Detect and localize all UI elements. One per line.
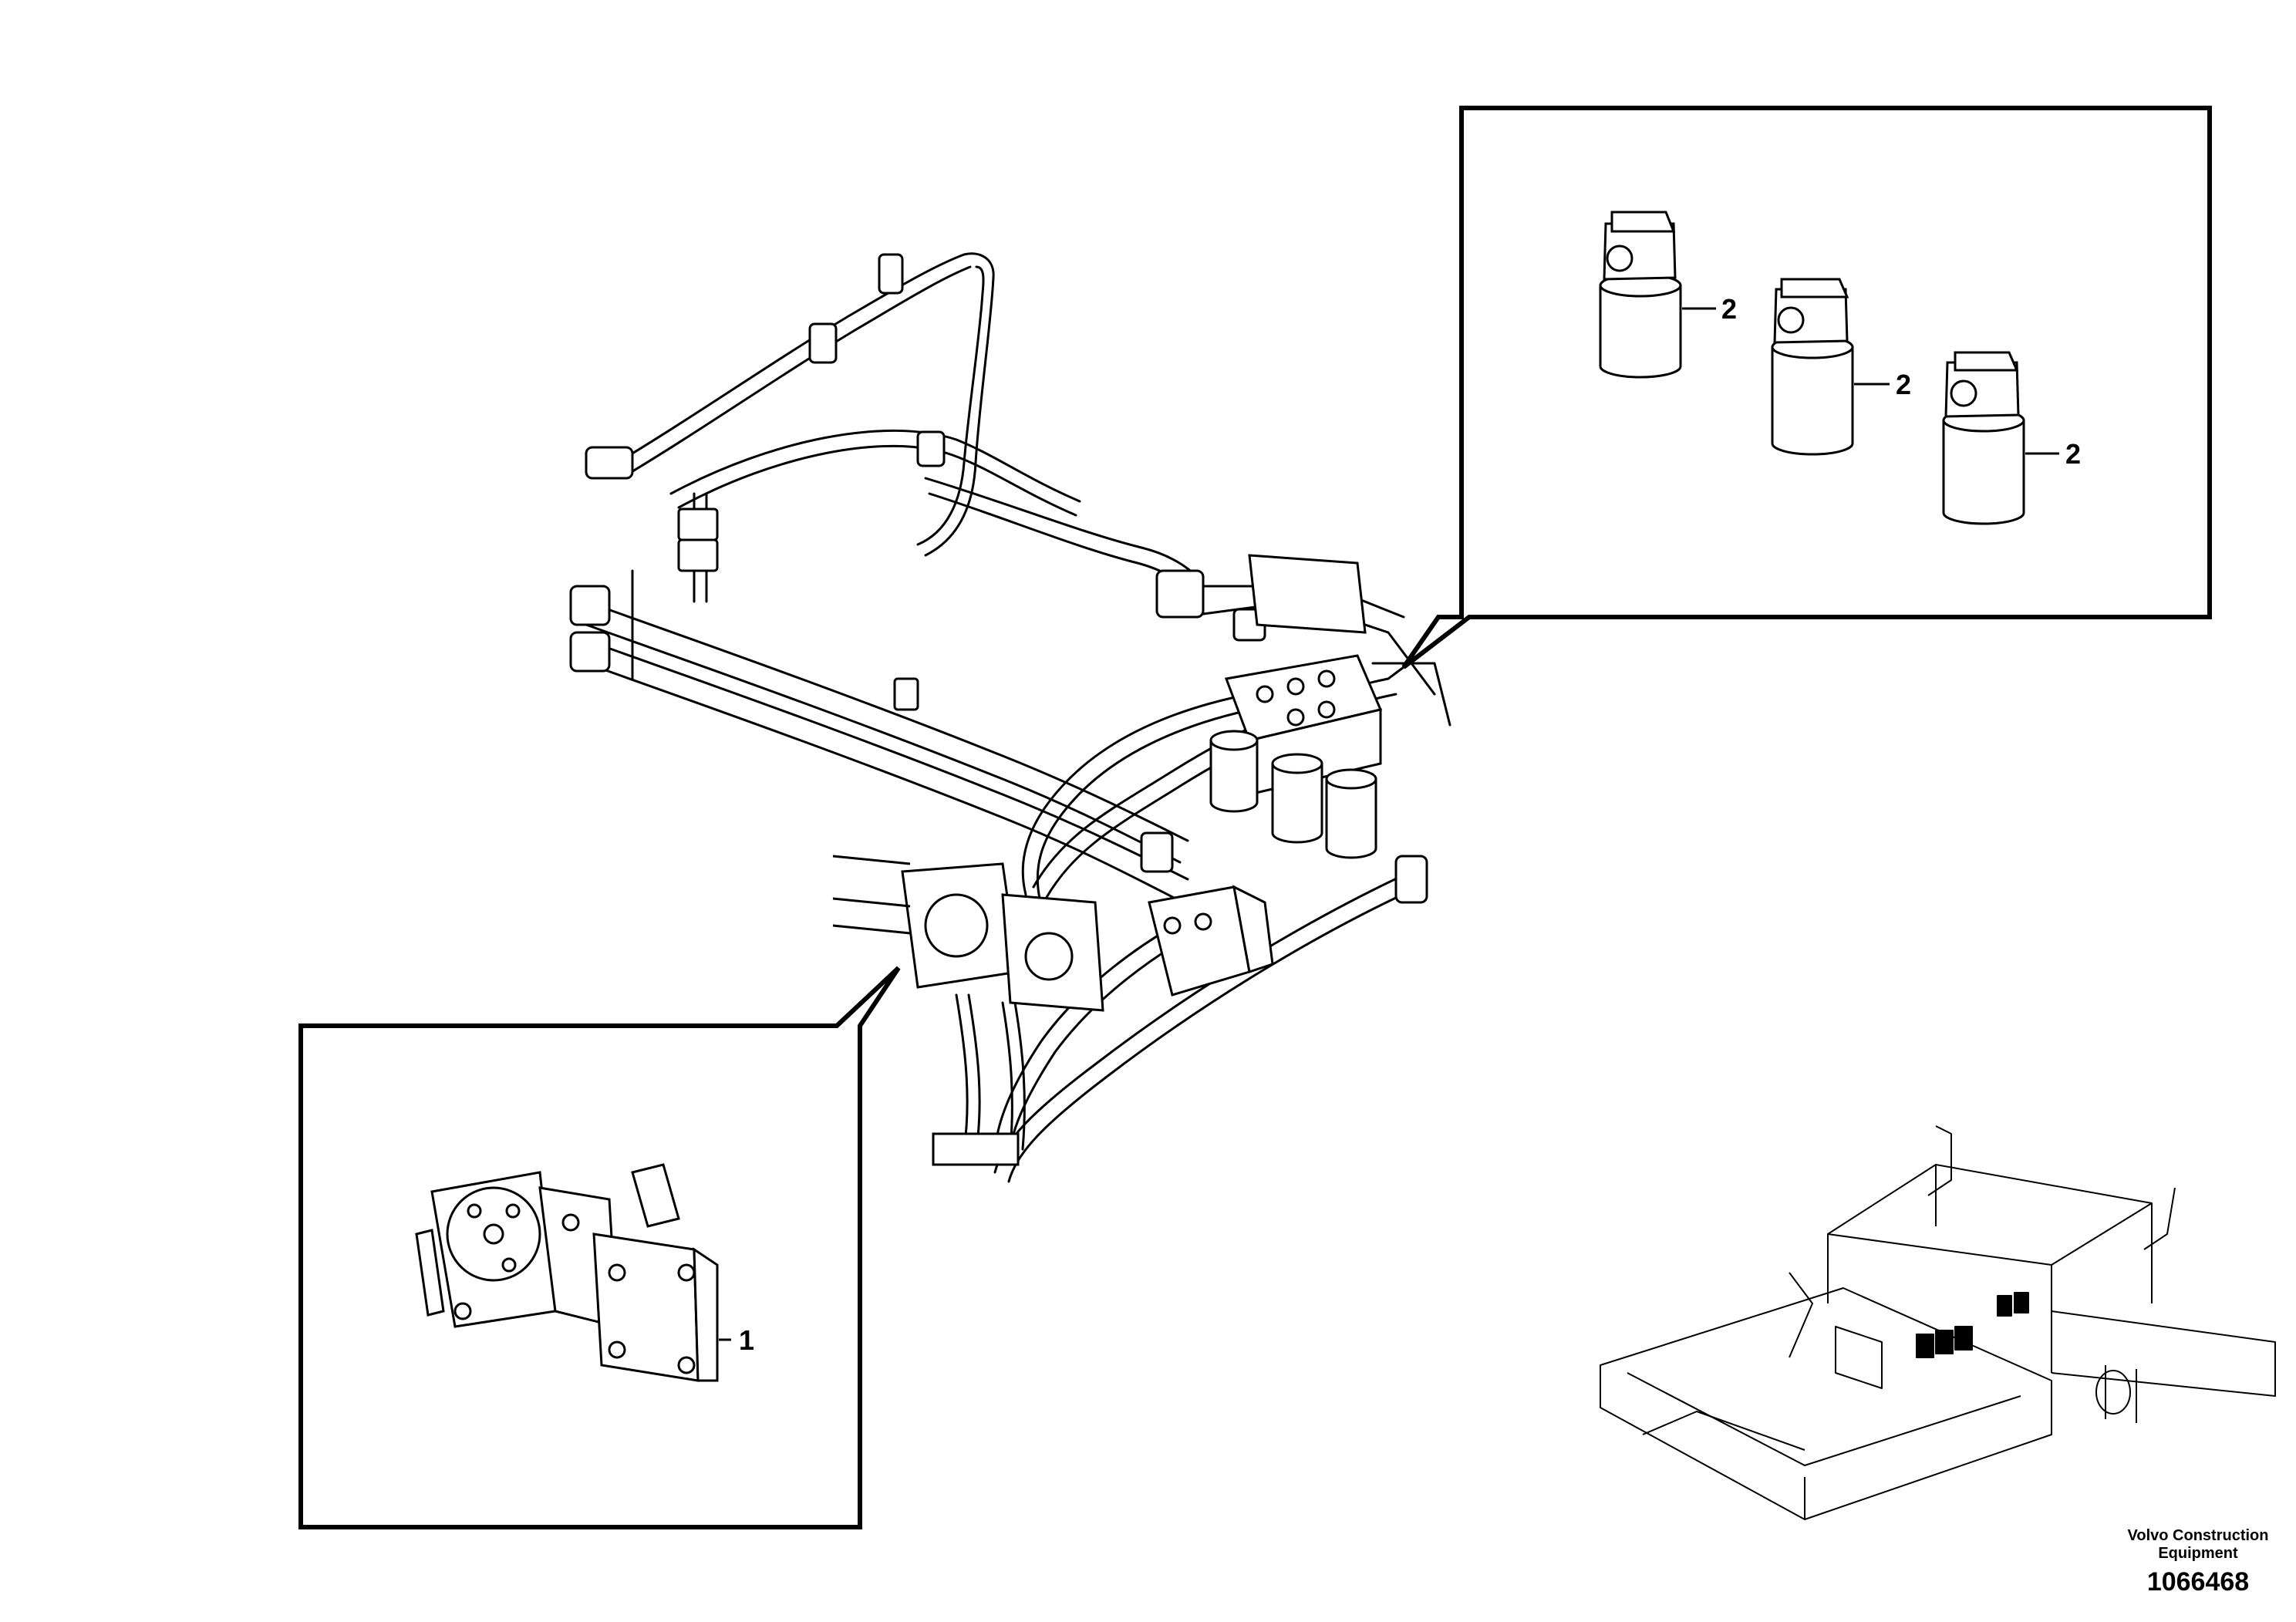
locator-highlight-valves — [1916, 1292, 2029, 1358]
filter-cartridge-b — [1771, 278, 1854, 456]
filter-detail-box: 2 2 2 — [1387, 106, 2212, 680]
valve-manifold-block — [1224, 554, 1383, 796]
hydraulic-pump — [415, 1163, 719, 1382]
filter-cartridge-c — [1942, 351, 2025, 525]
callout-filter-a: 2 — [1721, 293, 1737, 325]
pump-detail-frame — [298, 966, 901, 1529]
filter-cartridge-a — [1599, 211, 1682, 379]
machine-frame-locator — [1600, 1125, 2276, 1520]
filter-detail-frame — [1401, 106, 2212, 669]
company-name-line2: Equipment — [2158, 1545, 2238, 1562]
drawing-number: 1066468 — [2147, 1567, 2249, 1597]
pump-detail-box: 1 — [298, 966, 901, 1529]
pump-in-assembly — [832, 855, 1104, 1166]
hose-fittings — [569, 253, 1428, 904]
drawing-footer: Volvo Construction Equipment 1066468 — [2128, 1527, 2269, 1597]
lower-valve-block — [1148, 885, 1274, 996]
manifold-filter-housings — [1209, 730, 1377, 859]
callout-filter-c: 2 — [2065, 438, 2081, 470]
company-name-line1: Volvo Construction — [2128, 1527, 2269, 1544]
callout-pump: 1 — [739, 1324, 754, 1356]
callout-filter-b: 2 — [1896, 369, 1911, 400]
